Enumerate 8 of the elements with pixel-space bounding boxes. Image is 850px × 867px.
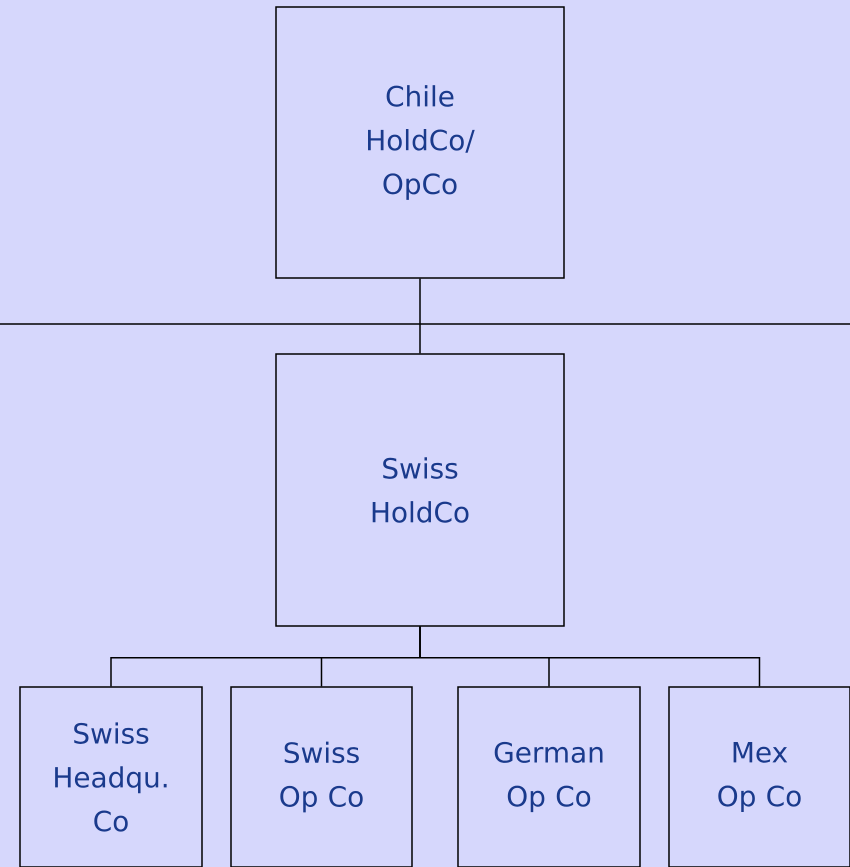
connector-line bbox=[419, 278, 421, 354]
company-box: Swiss Headqu. Co bbox=[19, 686, 203, 867]
connector-line bbox=[419, 626, 760, 686]
company-box: Chile HoldCo/ OpCo bbox=[275, 6, 565, 279]
company-box: Swiss Op Co bbox=[230, 686, 413, 867]
company-box: German Op Co bbox=[457, 686, 641, 867]
company-box: Mex Op Co bbox=[668, 686, 850, 867]
company-box: Swiss HoldCo bbox=[275, 353, 565, 627]
